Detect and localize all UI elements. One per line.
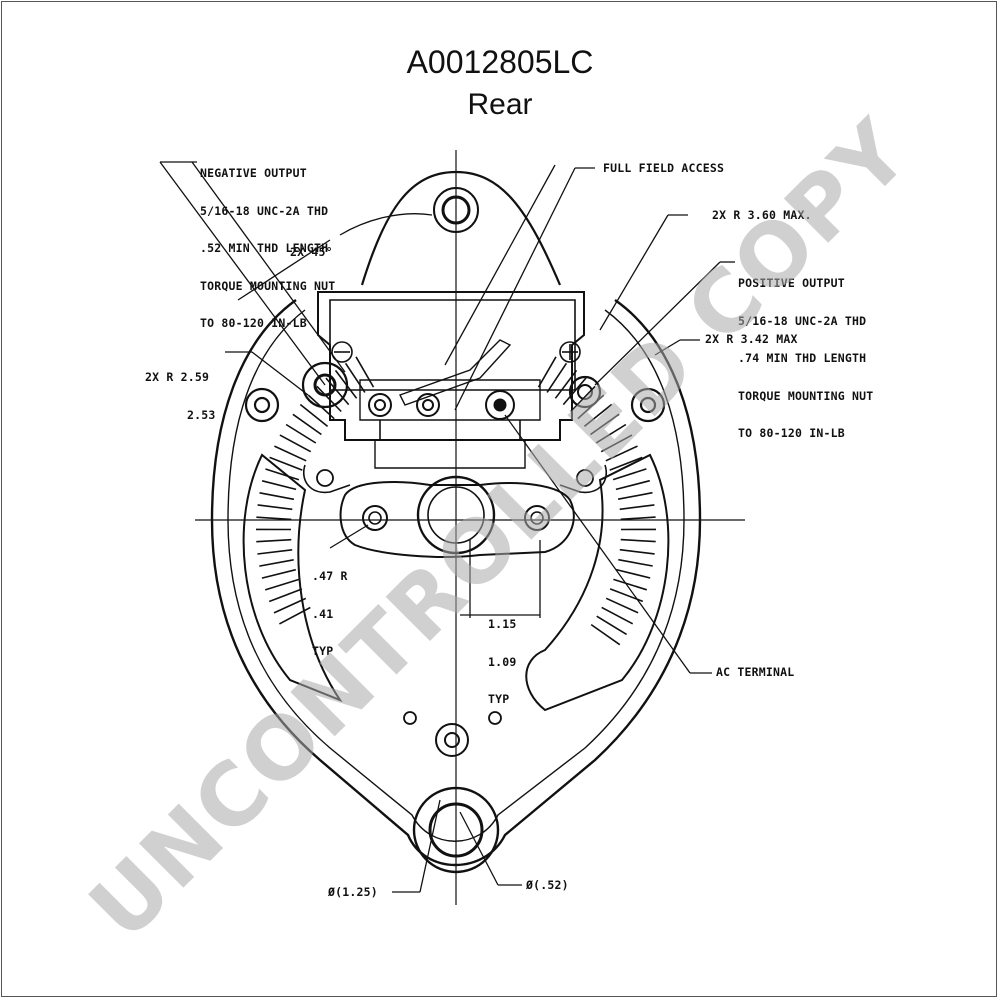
vent-slot: [336, 370, 357, 398]
bearing-plate: [341, 482, 574, 557]
vent-slot: [578, 395, 604, 419]
vent-slot: [257, 550, 292, 554]
vent-slot: [539, 357, 557, 387]
vent-slot: [356, 357, 374, 387]
vent-slot: [601, 435, 632, 452]
vent-slot: [258, 505, 293, 509]
hole-radius-label: .47 R .41 TYP: [312, 569, 348, 658]
vent-slot: [279, 608, 310, 624]
vent-slot: [262, 481, 296, 490]
vent-slot: [256, 540, 291, 542]
side-bolt-right: [632, 389, 664, 421]
top-mount-hole-inner: [443, 197, 469, 223]
vent-slot: [555, 370, 576, 398]
view-name-title: Rear: [467, 88, 533, 121]
leader-hole-radius: [330, 525, 368, 548]
vent-slot: [616, 481, 650, 490]
ac-terminal-label: AC TERMINAL: [716, 665, 795, 679]
regulator-housing: [318, 292, 584, 440]
top-mounting-ear: [362, 172, 560, 285]
box-screw-right: [560, 342, 580, 362]
vent-slot: [300, 405, 327, 427]
vent-slot: [597, 616, 627, 634]
bottom-mount-boss: [414, 788, 498, 872]
vent-slot: [606, 598, 638, 613]
radius-right-label: 2X R 3.42 MAX: [705, 332, 798, 346]
vent-slot: [584, 404, 611, 426]
vent-slot: [602, 607, 633, 623]
diameter-small-label: Ø(.52): [526, 878, 569, 892]
side-bolt-left: [246, 389, 278, 421]
vent-slot: [621, 517, 656, 519]
vent-slot: [270, 457, 303, 470]
leader-negative-2: [192, 162, 345, 372]
bottom-small-hole: [436, 724, 468, 756]
vent-slot: [346, 363, 365, 392]
offset-dim-label: 1.15 1.09 TYP: [488, 617, 517, 706]
vent-slot: [293, 414, 322, 434]
vent-slot: [259, 560, 293, 566]
vent-slot: [610, 457, 643, 470]
vent-slot: [317, 386, 341, 411]
vent-slot: [613, 469, 646, 480]
vent-slot: [620, 505, 655, 509]
box-screw-left: [332, 342, 352, 362]
vent-slot: [256, 517, 291, 519]
radius-top-label: 2X R 3.60 MAX.: [712, 208, 812, 222]
vent-slot: [571, 386, 595, 411]
regulator-cover: [330, 300, 575, 390]
dim-45deg: [238, 240, 330, 300]
vent-slot: [266, 469, 299, 480]
plate-hole-right: [525, 506, 549, 530]
terminal-stud-1: [369, 394, 391, 416]
vent-slot: [274, 598, 306, 613]
vent-slot: [618, 493, 652, 500]
vent-left-outer: [244, 455, 340, 700]
bottom-mount-hole: [430, 804, 482, 856]
vent-slot: [308, 395, 334, 419]
positive-output-stud: [570, 377, 600, 407]
vent-slot: [547, 363, 566, 392]
vent-slot: [265, 580, 298, 590]
part-number-title: A0012805LC: [406, 44, 594, 80]
angle-label: 2X 45°: [290, 245, 333, 259]
vent-slot: [269, 589, 302, 602]
leader-top-radius: [340, 214, 432, 235]
bearing-boss: [418, 477, 494, 553]
top-mount-hole-outer: [434, 188, 478, 232]
vent-slot: [621, 540, 656, 542]
vent-slot: [260, 493, 294, 500]
vent-slot: [620, 550, 655, 554]
vent-slot: [274, 446, 306, 461]
radius-left-label: 2X R 2.59 2.53: [145, 370, 216, 422]
vent-slot: [262, 570, 296, 578]
diameter-large-label: Ø(1.25): [328, 885, 378, 899]
vent-slot: [596, 425, 626, 443]
vent-slot: [326, 378, 349, 405]
positive-output-note: POSITIVE OUTPUT 5/16-18 UNC-2A THD .74 M…: [738, 276, 874, 440]
vent-slot: [613, 579, 646, 589]
negative-output-note: NEGATIVE OUTPUT 5/16-18 UNC-2A THD .52 M…: [200, 166, 336, 330]
terminal-stud-2: [417, 394, 439, 416]
housing-inner-outline: [228, 310, 684, 841]
vent-slot: [616, 570, 650, 578]
full-field-access-label: FULL FIELD ACCESS: [603, 161, 725, 175]
vent-right-outer: [526, 455, 668, 710]
ac-terminal-stud: [486, 391, 514, 419]
vent-slot: [563, 378, 586, 405]
vent-slot: [280, 435, 311, 452]
vent-slots: [256, 357, 656, 645]
vent-slot: [606, 446, 638, 461]
housing-outline: [212, 300, 700, 865]
plate-hole-left: [363, 506, 387, 530]
vent-slot: [618, 560, 652, 566]
leader-negative-1: [160, 162, 325, 385]
vent-slot: [591, 625, 620, 645]
vent-slot: [591, 414, 620, 434]
vent-slot: [286, 425, 316, 444]
